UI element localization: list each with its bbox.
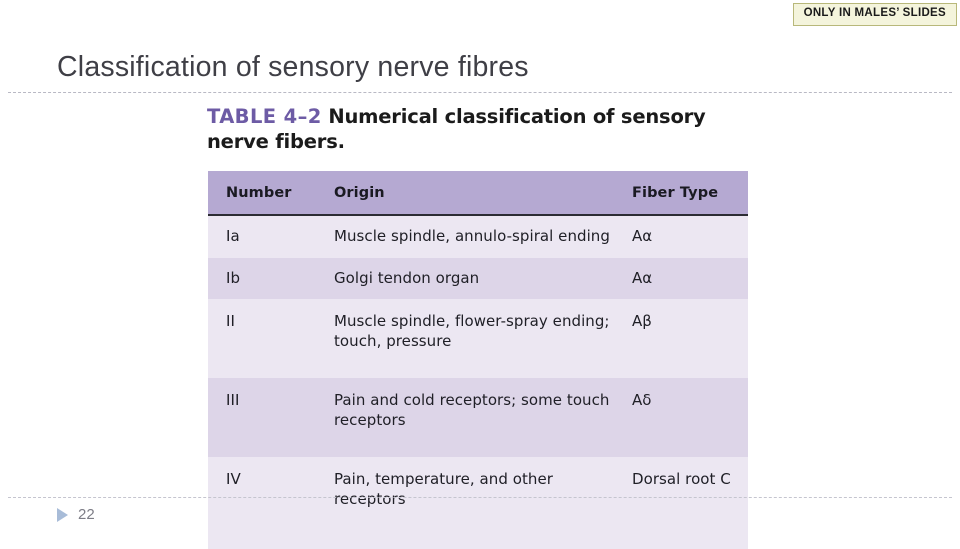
cell-fiber-type: Aα [626,215,748,258]
cell-fiber-type: Aδ [626,378,748,457]
table-header-row: Number Origin Fiber Type [208,171,748,216]
page-number: 22 [78,506,95,523]
table-row: Ia Muscle spindle, annulo-spiral ending … [208,215,748,258]
cell-fiber-type: Aβ [626,299,748,378]
cell-origin: Golgi tendon organ [326,257,626,299]
cell-origin: Muscle spindle, annulo-spiral ending [326,215,626,258]
table-caption-number: TABLE 4–2 [207,105,322,128]
column-header-number: Number [208,171,326,216]
cell-number: III [208,378,326,457]
cell-number: Ib [208,257,326,299]
cell-origin: Pain and cold receptors; some touch rece… [326,378,626,457]
table-row: II Muscle spindle, flower-spray ending; … [208,299,748,378]
footer-divider [8,497,952,498]
cell-number: Ia [208,215,326,258]
cell-number: IV [208,457,326,549]
slide-footer: 22 [57,506,95,523]
title-divider [8,92,952,93]
table-caption: TABLE 4–2 Numerical classification of se… [207,105,747,154]
sensory-nerve-fiber-table: Number Origin Fiber Type Ia Muscle spind… [208,171,748,549]
table-caption-text: Numerical classification of sensory nerv… [207,105,706,153]
table-row: III Pain and cold receptors; some touch … [208,378,748,457]
cell-number: II [208,299,326,378]
cell-origin: Muscle spindle, flower-spray ending; tou… [326,299,626,378]
only-in-males-badge: ONLY IN MALES’ SLIDES [792,3,957,26]
cell-fiber-type: Dorsal root C [626,457,748,549]
cell-fiber-type: Aα [626,257,748,299]
badge-label: ONLY IN MALES’ SLIDES [803,7,946,19]
cell-origin: Pain, temperature, and other receptors [326,457,626,549]
page-title: Classification of sensory nerve fibres [57,51,529,83]
column-header-fiber-type: Fiber Type [626,171,748,216]
triangle-right-icon [57,507,68,522]
table-row: IV Pain, temperature, and other receptor… [208,457,748,549]
table-row: Ib Golgi tendon organ Aα [208,257,748,299]
column-header-origin: Origin [326,171,626,216]
